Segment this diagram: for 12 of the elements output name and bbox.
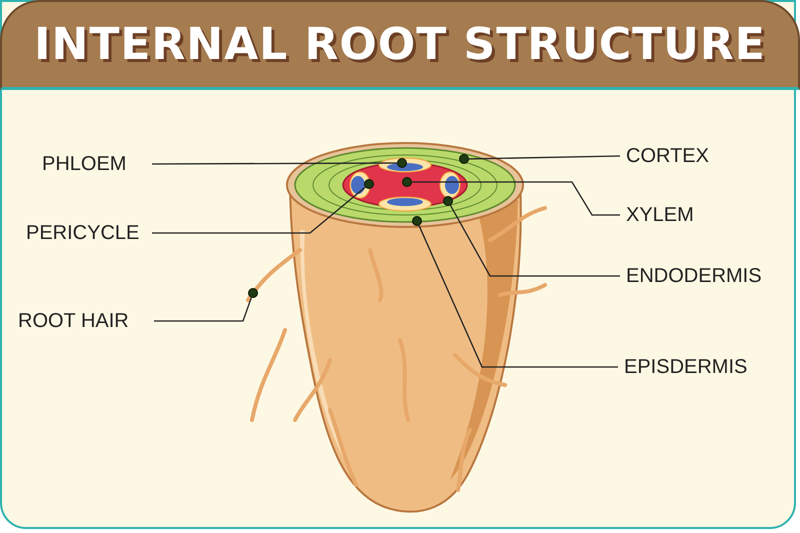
part-label: XYLEM bbox=[626, 203, 694, 227]
leader-line bbox=[152, 162, 397, 165]
title: INTERNAL ROOT STRUCTURE bbox=[34, 19, 766, 70]
part-label: ROOT HAIR bbox=[18, 309, 129, 333]
leader-line bbox=[154, 298, 252, 322]
part-label: ENDODERMIS bbox=[626, 264, 762, 288]
leader-line bbox=[152, 186, 366, 234]
part-label: PHLOEM bbox=[42, 152, 126, 176]
part-label: EPISDERMIS bbox=[624, 355, 748, 379]
leader-line bbox=[412, 181, 620, 216]
part-label: CORTEX bbox=[626, 144, 709, 168]
part-label: PERICYCLE bbox=[26, 221, 140, 245]
